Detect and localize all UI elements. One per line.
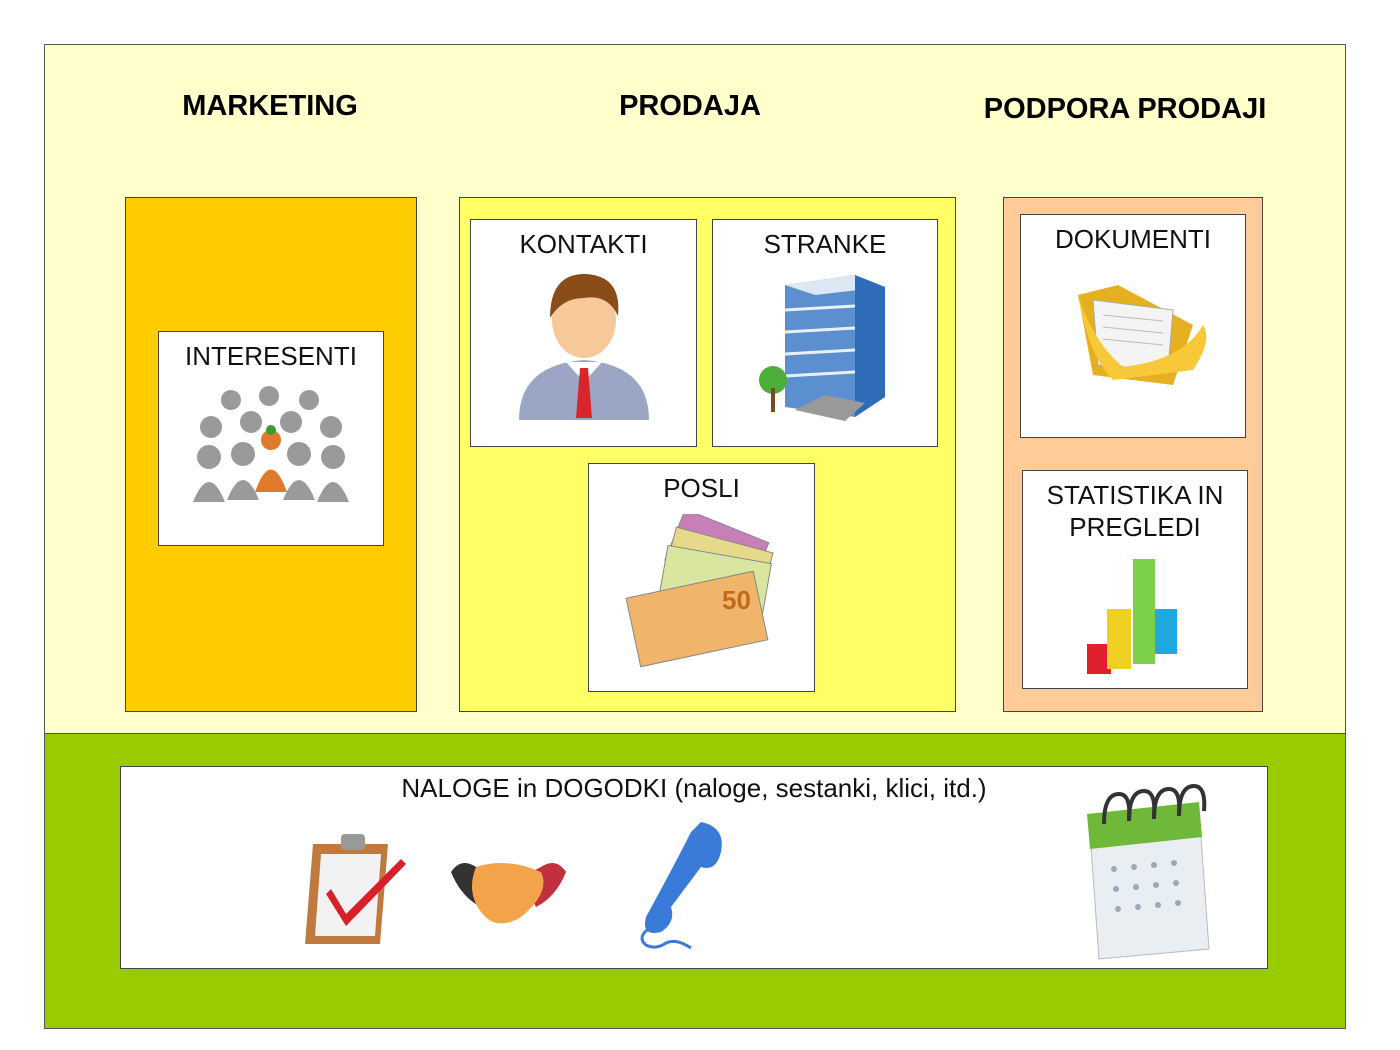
statistika-label: STATISTIKA IN PREGLEDI [1046,480,1224,542]
task-clipboard-icon [305,834,406,944]
interesenti-label: INTERESENTI [185,341,357,371]
svg-text:50: 50 [722,585,751,615]
statistika-card[interactable]: STATISTIKA IN PREGLEDI [1022,470,1248,689]
stranke-card[interactable]: STRANKE [712,219,938,447]
bar-chart-icon [1087,559,1177,674]
kontakti-label: KONTAKTI [519,229,648,259]
kontakti-card[interactable]: KONTAKTI [470,219,697,447]
marketing-header: MARKETING [182,90,358,122]
calendar-icon [1087,783,1210,960]
posli-label: POSLI [663,473,740,503]
telephone-call-icon [640,822,722,950]
posli-card[interactable]: POSLI 50 [588,463,815,692]
document-folder-icon [1078,285,1207,385]
podpora-header: PODPORA PRODAJI [983,93,1267,125]
stranke-label: STRANKE [763,229,887,259]
naloge-dogodki-panel[interactable]: NALOGE in DOGODKI (naloge, sestanki, kli… [120,766,1268,969]
office-building-icon [759,275,885,421]
dokumenti-card[interactable]: DOKUMENTI [1020,214,1246,438]
naloge-dogodki-title: NALOGE in DOGODKI (naloge, sestanki, kli… [401,773,987,803]
handshake-meeting-icon [451,863,566,924]
dokumenti-label: DOKUMENTI [1055,224,1211,254]
prodaja-header: PRODAJA [619,90,761,122]
interesenti-card[interactable]: INTERESENTI [158,331,384,546]
people-group-icon [193,386,349,502]
contact-person-icon [518,273,649,420]
euro-banknotes-icon: 50 [625,514,774,668]
